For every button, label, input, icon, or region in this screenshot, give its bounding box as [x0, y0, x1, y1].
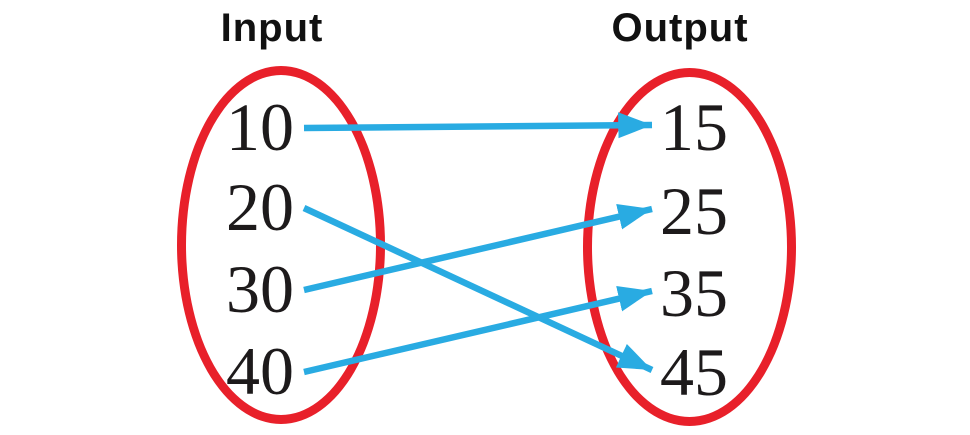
output-value: 15	[660, 89, 728, 165]
input-value: 40	[226, 333, 294, 409]
input-value: 10	[226, 89, 294, 165]
output-value: 25	[660, 173, 728, 249]
input-value: 20	[226, 169, 294, 245]
output-value: 35	[660, 255, 728, 331]
input-title: Input	[220, 6, 324, 50]
output-title: Output	[611, 6, 749, 50]
input-value: 30	[226, 251, 294, 327]
output-value: 45	[660, 334, 728, 410]
